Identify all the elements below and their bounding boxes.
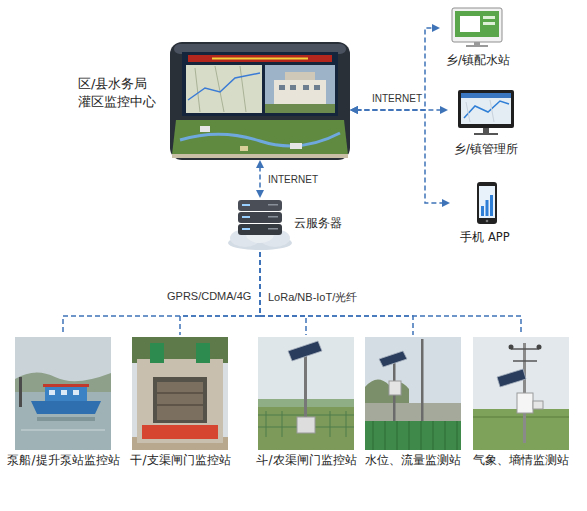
arrow-head <box>256 160 264 168</box>
arrow-head <box>350 106 358 114</box>
dashed-link <box>260 252 413 335</box>
station-node: 干/支渠闸门监控站 <box>127 335 234 471</box>
network-label: GPRS/CDMA/4G <box>165 290 253 302</box>
edge-label: INTERNET <box>370 93 424 104</box>
node-label: 水位、流量监测站 <box>362 452 464 468</box>
network-label: LoRa/NB-IoT/光纤 <box>266 290 359 305</box>
connector <box>260 252 521 335</box>
terminal-node: 手机 APP <box>450 180 520 246</box>
dashed-link <box>259 166 261 191</box>
control-center-photo <box>170 42 350 160</box>
monitor-icon <box>458 90 514 135</box>
node-label: 气象、墒情监测站 <box>470 452 572 468</box>
station-node: 气象、墒情监测站 <box>470 335 572 471</box>
canal-gate-photo <box>132 337 228 450</box>
dashed-link <box>356 28 433 110</box>
monitor-icon <box>452 8 502 47</box>
connector <box>350 106 450 207</box>
connector <box>260 252 413 335</box>
node-label: 乡/镇配水站 <box>440 53 516 69</box>
terminal-node: 乡/镇配水站 <box>440 6 516 68</box>
pump-boat-photo <box>15 337 111 450</box>
arrow-head <box>432 24 440 32</box>
node-label: 手机 APP <box>450 230 520 246</box>
station-node: 水位、流量监测站 <box>362 335 464 471</box>
connector <box>63 252 260 335</box>
arrow-head <box>440 106 448 114</box>
dashed-link <box>356 110 443 203</box>
gate-station-photo <box>258 337 354 450</box>
station-node: 斗/农渠闸门监控站 <box>253 335 360 471</box>
connector <box>256 160 264 198</box>
node-label: 区/县水务局 灌区监控中心 <box>78 75 166 110</box>
dashed-link <box>260 252 521 335</box>
control-center-node: 区/县水务局 灌区监控中心 <box>170 42 350 160</box>
edge-label: INTERNET <box>266 174 320 185</box>
weather-station-photo <box>473 337 569 450</box>
water-level-station-photo <box>365 337 461 450</box>
server-node: 云服务器 <box>228 198 348 252</box>
phone-icon <box>477 182 497 224</box>
node-label: 干/支渠闸门监控站 <box>127 452 234 468</box>
node-label: 乡/镇管理所 <box>448 142 524 158</box>
dashed-link <box>63 252 260 335</box>
connector <box>350 24 440 114</box>
arrow-head <box>350 106 358 114</box>
node-label: 斗/农渠闸门监控站 <box>253 452 360 468</box>
arrow-head <box>442 199 450 207</box>
terminal-node: 乡/镇管理所 <box>448 88 524 156</box>
node-label: 泵船/提升泵站监控站 <box>4 452 123 468</box>
station-node: 泵船/提升泵站监控站 <box>4 335 123 471</box>
arrow-head <box>256 190 264 198</box>
arrow-head <box>350 106 358 114</box>
node-label: 云服务器 <box>294 215 342 231</box>
cloud-server-icon <box>228 200 292 250</box>
